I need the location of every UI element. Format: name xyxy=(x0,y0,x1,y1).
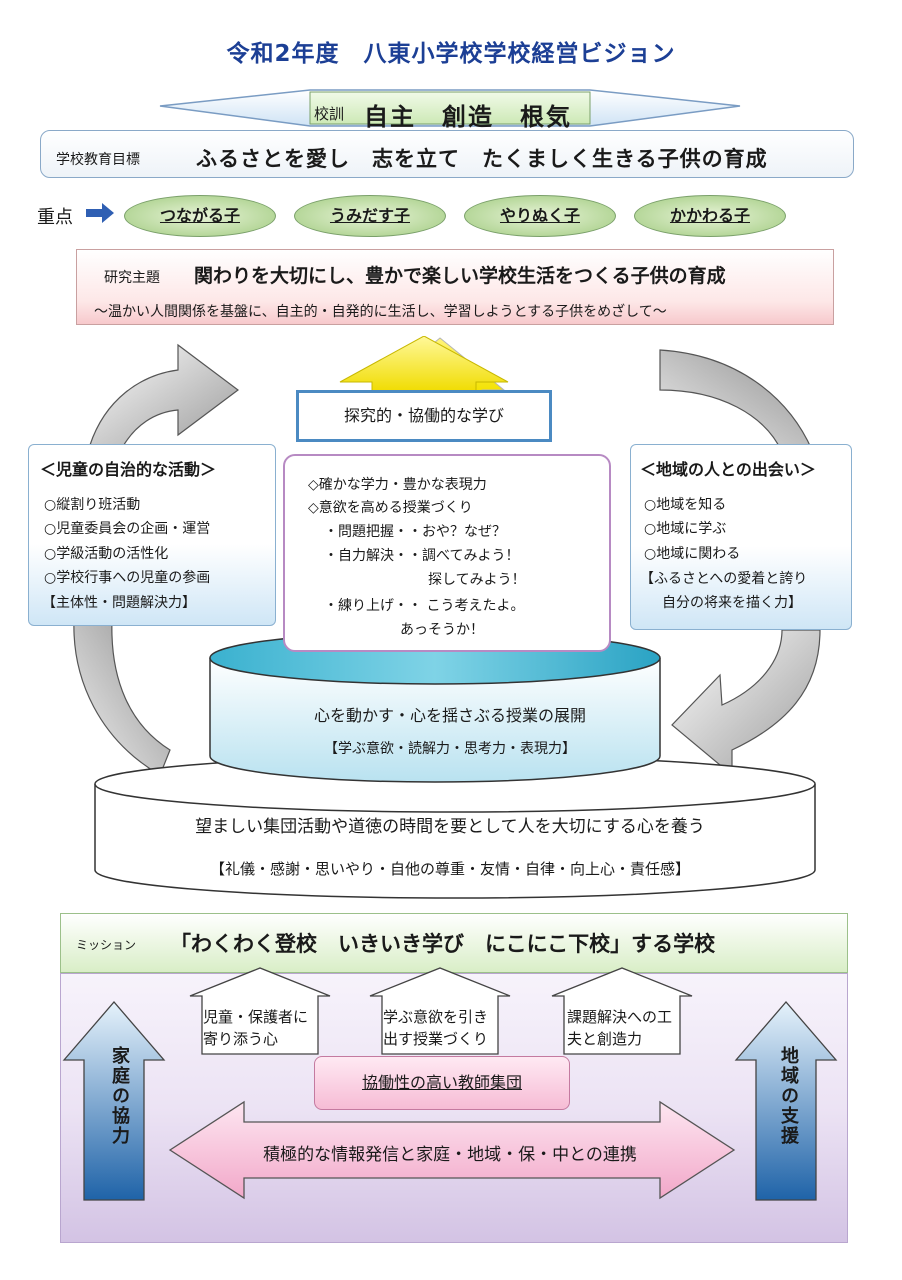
right-panel-note: 【ふるさとへの愛着と誇り xyxy=(640,571,808,587)
up-arrow-icon xyxy=(339,336,509,393)
teacher-group-box: 協働性の高い教師集団 xyxy=(314,1056,570,1110)
support-label: 夫と創造力 xyxy=(567,1030,643,1048)
family-arrow-icon xyxy=(62,1001,166,1201)
focus-item-yarinuku: やりぬく子 xyxy=(464,195,616,237)
lower-tier-sub: 【礼儀・感謝・思いやり・自他の尊重・友情・自律・向上心・責任感】 xyxy=(209,860,690,878)
motto-label: 校訓 xyxy=(314,105,345,123)
support-label: 児童・保護者に xyxy=(203,1008,309,1026)
research-label: 研究主題 xyxy=(104,270,160,286)
motto-banner xyxy=(159,89,741,127)
inquiry-learning-box: 探究的・協働的な学び xyxy=(296,390,552,442)
research-theme: 関わりを大切にし、豊かで楽しい学校生活をつくる子供の育成 xyxy=(194,265,726,287)
school-goal-label: 学校教育目標 xyxy=(56,152,140,168)
focus-item-tsunagaru: つながる子 xyxy=(124,195,276,237)
support-arrows xyxy=(189,967,693,1055)
center-line: ・練り上げ・・ こう考えたよ。 xyxy=(324,598,525,614)
center-line: ・自力解決・・調べてみよう！ xyxy=(324,548,520,564)
school-goal-box xyxy=(40,130,854,178)
motto-text: 自主 創造 根気 xyxy=(364,103,572,131)
research-theme-box xyxy=(76,249,834,325)
right-panel-heading: ＜地域の人との出会い＞ xyxy=(640,460,816,479)
family-label: 家庭の協力 xyxy=(109,1046,130,1146)
left-panel-item: ○縦割り班活動 xyxy=(44,497,141,513)
community-label: 地域の支援 xyxy=(778,1046,799,1146)
center-line: ◇確かな学力・豊かな表現力 xyxy=(308,477,487,493)
center-line: あっそうか！ xyxy=(400,622,484,638)
focus-item-kakawaru: かかわる子 xyxy=(634,195,786,237)
right-panel-box xyxy=(630,444,852,630)
school-goal-text: ふるさとを愛し 志を立て たくましく生きる子供の育成 xyxy=(196,147,768,171)
center-learning-box xyxy=(283,454,611,652)
upper-tier-sub: 【学ぶ意欲・読解力・思考力・表現力】 xyxy=(324,741,576,757)
mission-band xyxy=(60,913,848,973)
upper-tier-text: 心を動かす・心を揺さぶる授業の展開 xyxy=(313,706,586,725)
center-line: ・問題把握・・おや？なぜ？ xyxy=(324,524,506,540)
community-arrow-icon xyxy=(734,1001,838,1201)
research-subtitle: ～温かい人間関係を基盤に、自主的・自発的に生活し、学習しようとする子供をめざして… xyxy=(94,304,667,320)
support-label: 学ぶ意欲を引き xyxy=(383,1008,489,1026)
right-panel-item: ○地域を知る xyxy=(644,497,727,513)
center-line: ◇意欲を高める授業づくり xyxy=(308,500,473,516)
left-panel-item: ○学級活動の活性化 xyxy=(44,546,169,562)
left-panel-heading: ＜児童の自治的な活動＞ xyxy=(40,460,217,479)
left-panel-note: 【主体性・問題解決力】 xyxy=(42,595,196,611)
collaboration-text: 積極的な情報発信と家庭・地域・保・中との連携 xyxy=(263,1145,637,1165)
left-panel-box xyxy=(28,444,276,626)
double-arrow-icon xyxy=(168,1100,736,1200)
left-panel-item: ○児童委員会の企画・運営 xyxy=(44,521,211,537)
focus-label: 重点 xyxy=(37,207,73,228)
support-label: 出す授業づくり xyxy=(383,1030,489,1048)
support-label: 課題解決への工 xyxy=(567,1008,673,1026)
focus-item-umidasu: うみだす子 xyxy=(294,195,446,237)
page-title: 令和2年度 八東小学校学校経営ビジョン xyxy=(226,41,676,67)
right-panel-item: ○地域に学ぶ xyxy=(644,521,727,537)
center-line: 探してみよう！ xyxy=(428,572,526,588)
mission-label: ミッション xyxy=(76,938,137,952)
right-panel-item: ○地域に関わる xyxy=(644,546,741,562)
right-panel-note: 自分の将来を描く力】 xyxy=(662,595,802,611)
support-label: 寄り添う心 xyxy=(203,1030,279,1048)
left-panel-item: ○学校行事への児童の参画 xyxy=(44,570,211,586)
lower-tier-text: 望ましい集団活動や道徳の時間を要として人を大切にする心を養う xyxy=(195,817,705,837)
mission-text: 「わくわく登校 いきいき学び にこにこ下校」する学校 xyxy=(170,932,716,956)
right-arrow-icon xyxy=(86,203,114,223)
